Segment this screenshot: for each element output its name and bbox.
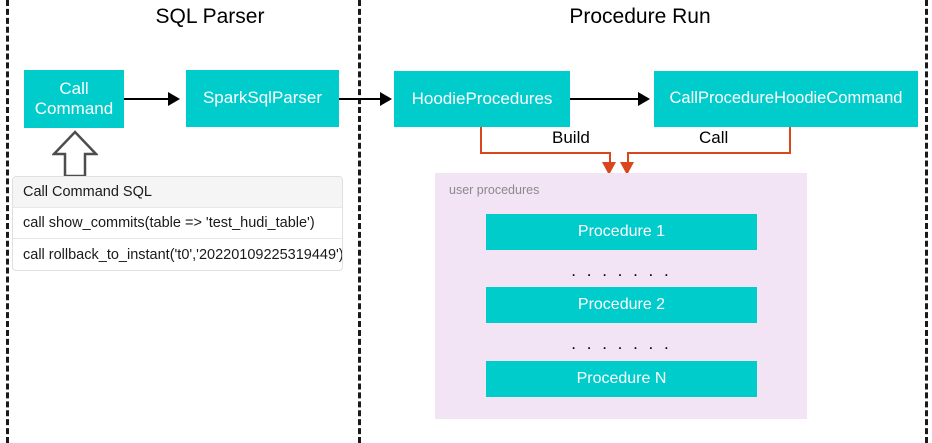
build-connector-vertical — [480, 127, 482, 154]
section-title-sql-parser: SQL Parser — [155, 5, 265, 28]
user-procedures-panel: user procedures Procedure 1 . . . . . . … — [435, 173, 807, 419]
sql-table-row: call rollback_to_instant('t0','202201092… — [23, 246, 343, 263]
arrow-spark-parser-to-hoodie-procedures-line — [339, 98, 382, 100]
arrow-hoodie-procedures-to-call-command-head — [638, 92, 650, 106]
node-call-command-line1: Call — [59, 78, 89, 98]
arrow-call-command-to-spark-parser-line — [124, 98, 170, 100]
sql-table-row: call show_commits(table => 'test_hudi_ta… — [13, 208, 342, 239]
node-call-command[interactable]: Call Command — [24, 70, 124, 128]
procedure-item[interactable]: Procedure 1 — [486, 214, 757, 250]
arrow-call-command-to-spark-parser-head — [168, 92, 180, 106]
node-spark-sql-parser[interactable]: SparkSqlParser — [186, 70, 339, 127]
call-command-sql-table: Call Command SQL call show_commits(table… — [12, 176, 343, 271]
node-call-command-line2: Command — [34, 99, 114, 118]
procedure-item[interactable]: Procedure N — [486, 361, 757, 397]
divider-left — [6, 0, 9, 443]
divider-right — [925, 0, 928, 443]
procedures-ellipsis: . . . . . . . — [571, 334, 672, 353]
build-connector-label: Build — [548, 128, 594, 148]
divider-middle — [358, 0, 361, 443]
node-call-command-label: Call Command — [35, 79, 113, 119]
node-hoodie-procedures[interactable]: HoodieProcedures — [394, 71, 570, 127]
build-connector-arrowhead — [602, 162, 616, 175]
procedure-item[interactable]: Procedure 2 — [486, 287, 757, 323]
call-connector-label: Call — [695, 128, 733, 148]
user-procedures-label: user procedures — [449, 183, 540, 197]
build-connector-drop — [609, 152, 611, 164]
arrow-hoodie-procedures-to-call-command-line — [570, 98, 640, 100]
up-arrow-icon — [52, 130, 98, 178]
call-connector-horizontal — [627, 152, 791, 154]
node-call-procedure-hoodie-command[interactable]: CallProcedureHoodieCommand — [654, 71, 918, 127]
call-connector-arrowhead — [620, 162, 634, 175]
call-connector-drop — [627, 152, 629, 164]
arrow-spark-parser-to-hoodie-procedures-head — [380, 92, 392, 106]
call-connector-vertical — [789, 127, 791, 154]
build-connector-horizontal — [480, 152, 611, 154]
section-title-procedure-run: Procedure Run — [569, 5, 711, 28]
procedures-ellipsis: . . . . . . . — [571, 261, 672, 280]
sql-table-header: Call Command SQL — [13, 177, 342, 208]
